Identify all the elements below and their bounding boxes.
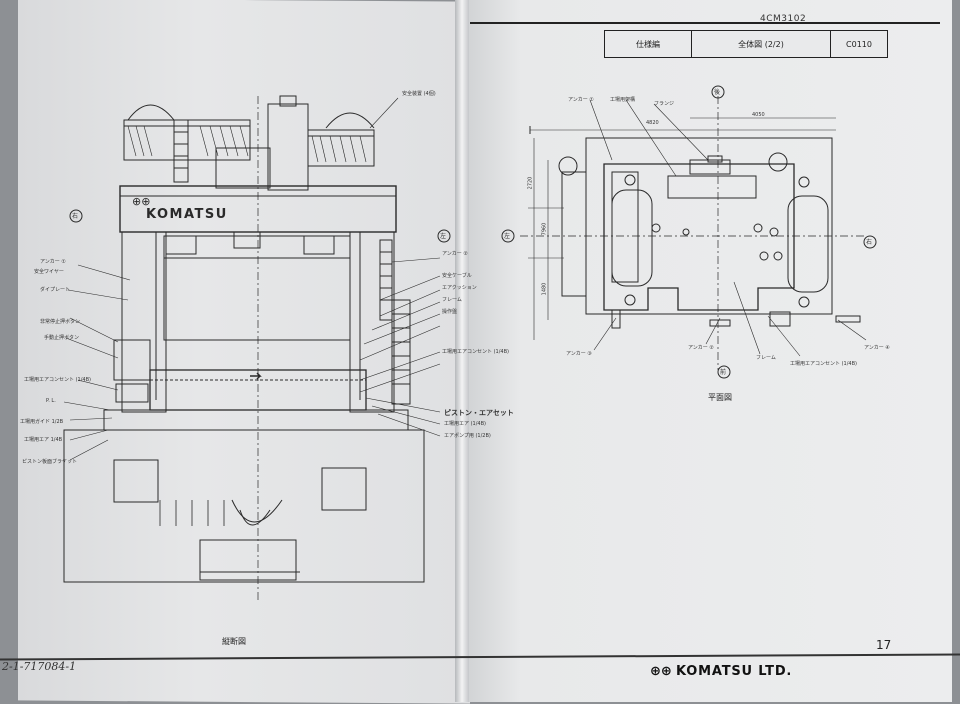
handwritten-note: 2-1-717084-1 — [2, 660, 77, 673]
left-label: フレーム — [442, 297, 462, 303]
left-label: ダイプレート — [40, 287, 71, 293]
title-block: 仕様編 全体図 (2/2) C0110 — [604, 30, 888, 58]
page-fold — [455, 0, 469, 702]
right-circle-mark: 後 — [714, 89, 721, 96]
left-label: ピストン板面ブラケット — [22, 459, 78, 465]
right-caption: 平面図 — [708, 393, 732, 402]
doc-code: 4CM3102 — [760, 14, 807, 24]
right-dim: 4050 — [752, 112, 765, 118]
machine-logo-icon: ⊕⊕ — [132, 195, 150, 208]
left-label: 安全装置 (4個) — [402, 91, 436, 97]
machine-brand-label: KOMATSU — [146, 207, 228, 222]
title-cell-code: C0110 — [846, 39, 872, 49]
left-circle-mark: 右 — [72, 213, 79, 220]
left-label: 安全ワイヤー — [34, 269, 64, 275]
left-label: 工場用エア 1/4B — [24, 437, 63, 443]
left-caption: 縦断図 — [222, 637, 246, 646]
right-circle-mark: 右 — [866, 239, 873, 246]
left-label: アンカー ① — [40, 259, 66, 265]
right-label: アンカー ③ — [566, 351, 592, 357]
right-circle-mark: 前 — [720, 369, 727, 376]
footer-brand: KOMATSU LTD. — [676, 664, 793, 679]
title-cell-drawing: 全体図 (2/2) — [692, 31, 831, 57]
right-circle-mark: 左 — [504, 233, 511, 240]
left-label: P. L. — [46, 398, 56, 404]
left-label: ピストン・エアセット — [444, 409, 514, 417]
left-label: 操作盤 — [442, 309, 458, 315]
left-label: 工場用エア (1/4B) — [444, 421, 486, 427]
right-label: 工場用エアコンセント (1/4B) — [790, 361, 857, 367]
right-dim: 7960 — [541, 222, 548, 236]
title-cell-section: 仕様編 — [605, 31, 692, 57]
right-label: フレーム — [756, 355, 776, 361]
right-label: 工場用架構 — [610, 97, 636, 103]
right-label: フランジ — [654, 101, 675, 107]
left-circle-mark: 左 — [440, 233, 447, 240]
left-label: エアポンプ用 (1/2B) — [444, 433, 491, 439]
left-label: アンカー ② — [442, 251, 468, 257]
right-dim: 2720 — [527, 176, 534, 190]
right-label: アンカー ④ — [864, 345, 890, 351]
right-label: アンカー ① — [568, 97, 594, 103]
right-dim: 4820 — [646, 120, 659, 126]
left-label: 非常停止押ボタン — [40, 319, 81, 325]
left-label: エアクッション — [442, 285, 477, 291]
right-page — [462, 0, 952, 702]
left-label: 工場用ガイド 1/2B — [20, 419, 64, 425]
right-dim: 1480 — [541, 282, 548, 296]
left-label: 工場用エアコンセント (1/4B) — [24, 377, 91, 383]
right-label: アンカー ② — [688, 345, 714, 351]
left-label: 安全ケーブル — [442, 273, 472, 279]
top-rule — [470, 22, 940, 24]
page-number: 17 — [876, 638, 892, 652]
left-label: 工場用エアコンセント (1/4B) — [442, 349, 509, 355]
komatsu-logo-icon: ⊕⊕ — [650, 664, 672, 679]
left-label: 手動止押ボタン — [44, 335, 80, 341]
